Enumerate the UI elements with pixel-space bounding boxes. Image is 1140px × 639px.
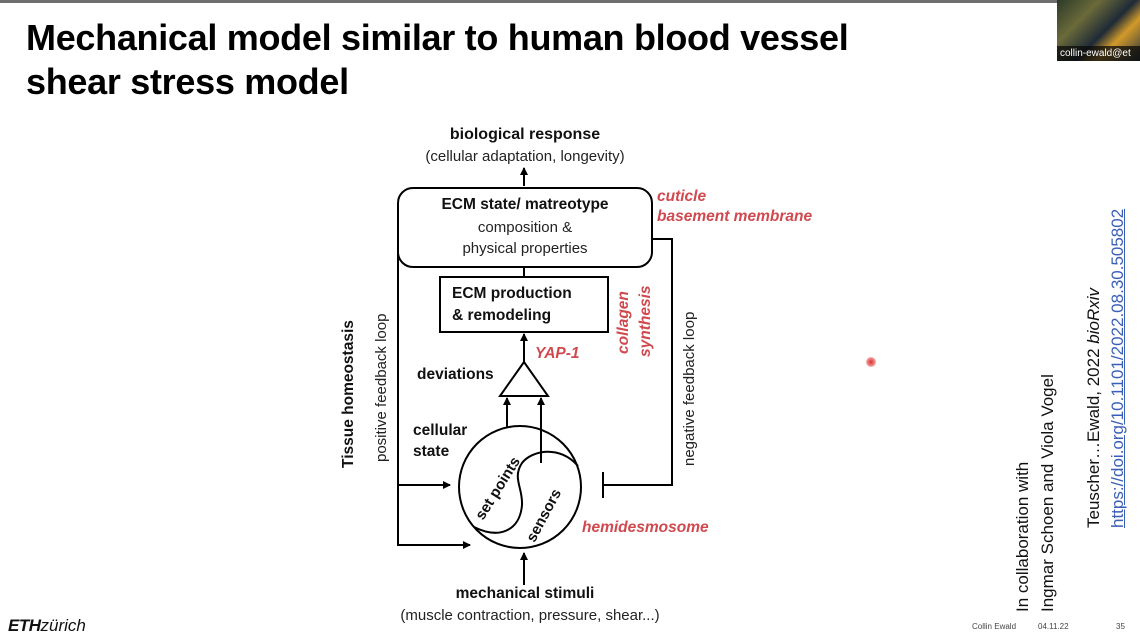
doi-link-wrapper: https://doi.org/10.1101/2022.08.30.50580… <box>1108 209 1128 528</box>
negative-feedback-loop-label: negative feedback loop <box>681 311 698 466</box>
positive-feedback-loop-label: positive feedback loop <box>373 313 390 462</box>
setpoint-sensor-divider <box>473 450 579 534</box>
collaboration-line2: Ingmar Schoen and Viola Vogel <box>1038 374 1057 612</box>
webcam-label: collin-ewald@et <box>1057 46 1140 61</box>
cellular-state-circle <box>458 425 582 549</box>
annotation-collagen: collagen <box>615 291 632 354</box>
cellular-state-line2: state <box>413 443 450 460</box>
logo-eth: ETH <box>8 616 41 635</box>
citation-journal: bioRxiv <box>1084 287 1103 344</box>
negative-feedback-loop-line <box>603 238 673 486</box>
deviations-comparator <box>498 360 550 397</box>
annotation-yap1: YAP-1 <box>535 345 580 362</box>
cellular-state-line1: cellular <box>413 422 468 439</box>
logo-zurich: zürich <box>40 616 86 635</box>
top-border <box>0 0 1140 3</box>
mechanical-stimuli-label: mechanical stimuli <box>455 585 595 602</box>
citation-authors: Teuscher…Ewald, 2022 <box>1084 343 1103 528</box>
footer-date: 04.11.22 <box>1038 622 1069 631</box>
footer-author: Collin Ewald <box>972 622 1017 631</box>
doi-link[interactable]: https://doi.org/10.1101/2022.08.30.50580… <box>1108 208 1127 528</box>
positive-feedback-loop-line <box>397 239 471 549</box>
ecm-production-line2: & remodeling <box>452 307 552 324</box>
biological-response-sub: (cellular adaptation, longevity) <box>425 148 625 165</box>
webcam-thumbnail[interactable]: collin-ewald@et <box>1057 0 1140 61</box>
footer-page-number: 35 <box>1116 622 1125 631</box>
deviations-label: deviations <box>417 366 494 383</box>
ecm-state-title: ECM state/ matreotype <box>441 196 609 213</box>
slide-title: Mechanical model similar to human blood … <box>26 16 1036 104</box>
annotation-hemidesmosome: hemidesmosome <box>582 519 709 536</box>
ecm-state-line3: physical properties <box>462 240 588 257</box>
ecm-state-line2: composition & <box>477 219 573 236</box>
annotation-basement-membrane: basement membrane <box>657 208 813 225</box>
ecm-production-box <box>439 276 609 333</box>
collaboration-line1: In collaboration with <box>1013 461 1032 612</box>
citation: Teuscher…Ewald, 2022 bioRxiv <box>1084 288 1104 528</box>
eth-zurich-logo: ETHzürich <box>8 616 86 636</box>
biological-response-label: biological response <box>449 126 601 143</box>
laser-pointer-dot <box>866 357 876 367</box>
slide-title-line2: shear stress model <box>26 61 349 102</box>
annotation-cuticle: cuticle <box>657 188 707 205</box>
tissue-homeostasis-label: Tissue homeostasis <box>340 320 357 468</box>
slide-title-line1: Mechanical model similar to human blood … <box>26 17 849 58</box>
mechanical-stimuli-sub: (muscle contraction, pressure, shear...) <box>400 607 660 624</box>
ecm-production-line1: ECM production <box>452 285 572 302</box>
annotation-synthesis: synthesis <box>637 285 654 357</box>
